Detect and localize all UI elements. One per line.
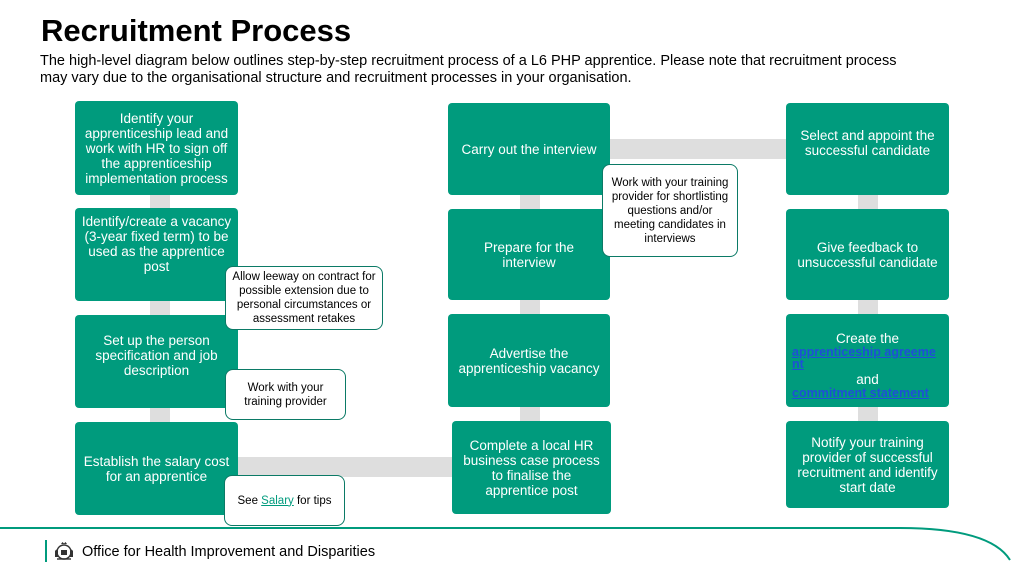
connector	[520, 407, 540, 421]
step-text: Select and appoint the successful candid…	[800, 128, 935, 158]
callout-training-provider: Work with your training provider	[225, 369, 346, 420]
royal-crest-icon	[55, 542, 73, 560]
organisation-name: Office for Health Improvement and Dispar…	[82, 544, 376, 560]
step-text: Advertise the apprenticeship vacancy	[458, 345, 600, 376]
step-text: Create the	[835, 331, 900, 346]
connector	[858, 407, 878, 421]
step-text: Identify your apprenticeship lead and wo…	[84, 110, 229, 186]
connector	[858, 300, 878, 314]
step-hr-business-case: Complete a local HR business case proces…	[452, 421, 611, 514]
connector	[150, 301, 170, 315]
callout-contract-leeway: Allow leeway on contract for possible ex…	[225, 266, 383, 330]
step-text: and	[856, 372, 879, 387]
commitment-statement-link[interactable]: commitment statement	[792, 386, 929, 400]
intro-text: The high-level diagram below outlines st…	[40, 53, 897, 86]
step-prepare-interview: Prepare for the interview	[448, 209, 610, 300]
callout-text-suffix: for tips	[296, 494, 332, 507]
step-notify-provider: Notify your training provider of success…	[786, 421, 949, 508]
step-text: Give feedback to unsuccessful candidate	[797, 239, 938, 270]
step-advertise-vacancy: Advertise the apprenticeship vacancy	[448, 314, 610, 407]
step-text: Notify your training provider of success…	[797, 434, 938, 495]
callout-text: Work with your training provider	[244, 381, 327, 408]
step-create-agreement: Create the apprenticeship agreement and …	[786, 314, 949, 407]
apprenticeship-agreement-link[interactable]: apprenticeship agreement	[792, 345, 936, 371]
step-create-vacancy: Identify/create a vacancy (3-year fixed …	[75, 208, 238, 301]
page-title: Recruitment Process	[41, 13, 352, 48]
callout-text-prefix: See	[237, 494, 258, 507]
callout-text: Work with your training provider for sho…	[611, 176, 729, 245]
step-person-spec: Set up the person specification and job …	[75, 315, 238, 408]
callout-text: See Salary for tips	[238, 494, 332, 508]
salary-link[interactable]: Salary	[261, 494, 294, 507]
connector	[150, 408, 170, 422]
footer-accent-bar	[45, 540, 47, 562]
footer-divider	[0, 527, 1011, 561]
callout-interview-support: Work with your training provider for sho…	[602, 164, 738, 257]
callout-text: Allow leeway on contract for possible ex…	[232, 271, 376, 325]
step-select-appoint: Select and appoint the successful candid…	[786, 103, 949, 195]
connector	[858, 195, 878, 209]
step-text: Set up the person specification and job …	[95, 333, 218, 378]
step-salary-cost: Establish the salary cost for an apprent…	[75, 422, 238, 515]
step-carry-out-interview: Carry out the interview	[448, 103, 610, 195]
connector	[520, 300, 540, 314]
step-text: Carry out the interview	[461, 141, 597, 157]
step-text: Establish the salary cost for an apprent…	[83, 453, 230, 484]
step-feedback: Give feedback to unsuccessful candidate	[786, 209, 949, 300]
step-text: Complete a local HR business case proces…	[463, 437, 600, 498]
callout-salary-tips: See Salary for tips	[224, 475, 345, 526]
connector	[150, 195, 170, 208]
step-identify-lead: Identify your apprenticeship lead and wo…	[75, 101, 238, 195]
connector	[520, 195, 540, 209]
step-text: Identify/create a vacancy (3-year fixed …	[81, 213, 232, 274]
step-text: Prepare for the interview	[483, 239, 575, 270]
connector	[237, 457, 453, 477]
connector	[609, 139, 787, 159]
